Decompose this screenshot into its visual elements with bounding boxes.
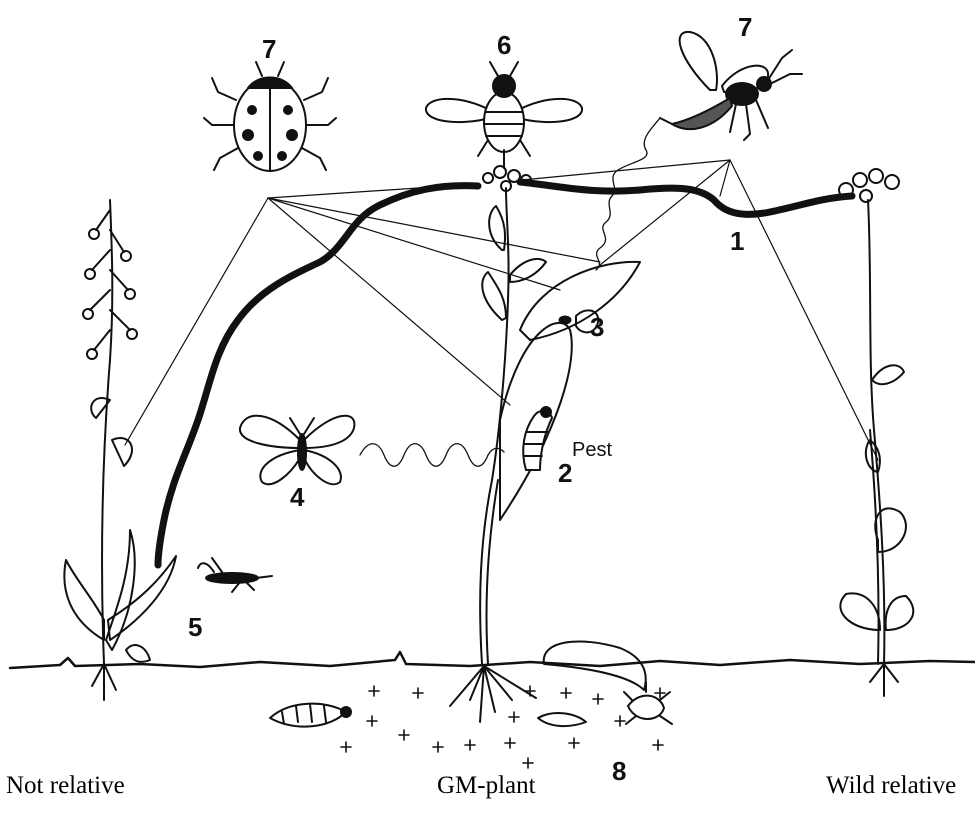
moth-wavy-path: [360, 444, 504, 467]
pest-caterpillar: [523, 407, 552, 470]
label-number-3: 3: [590, 312, 604, 342]
leaf-beetle-mark: [559, 316, 571, 324]
caption-gm-plant: GM-plant: [437, 772, 536, 800]
caption-wild-relative: Wild relative: [826, 772, 956, 800]
ground-line: [10, 652, 975, 668]
soil-larva: [538, 713, 586, 726]
parasitoid-wasp: [660, 32, 802, 140]
gm-plant-leaf-left: [482, 272, 506, 320]
label-number-7-left: 7: [262, 34, 276, 64]
not-relative-leaf-1: [64, 560, 104, 640]
bee: [426, 62, 582, 168]
caption-not-relative: Not relative: [6, 772, 125, 800]
gm-plant-leaf-damaged: [520, 262, 640, 340]
soil-organisms: [270, 641, 672, 726]
label-number-8: 8: [612, 756, 626, 786]
not-relative-plant: [64, 200, 176, 700]
wild-relative-plant: [839, 169, 913, 696]
butterfly: [240, 416, 355, 484]
soil-worm: [270, 704, 346, 727]
label-number-4: 4: [290, 482, 305, 512]
label-number-5: 5: [188, 612, 202, 642]
label-number-2: 2: [558, 458, 572, 488]
gene-flow-line-1: [520, 182, 852, 214]
small-insect: [198, 558, 272, 592]
label-number-7-right: 7: [738, 12, 752, 42]
label-pest: Pest: [572, 439, 612, 461]
soil-mite: [628, 696, 664, 719]
not-relative-leaf-3: [108, 556, 176, 640]
wild-relative-leaf-low: [840, 593, 880, 630]
gene-flow-line-5: [158, 186, 478, 565]
label-number-1: 1: [730, 226, 744, 256]
ladybird: [204, 62, 336, 171]
label-number-6: 6: [497, 30, 511, 60]
